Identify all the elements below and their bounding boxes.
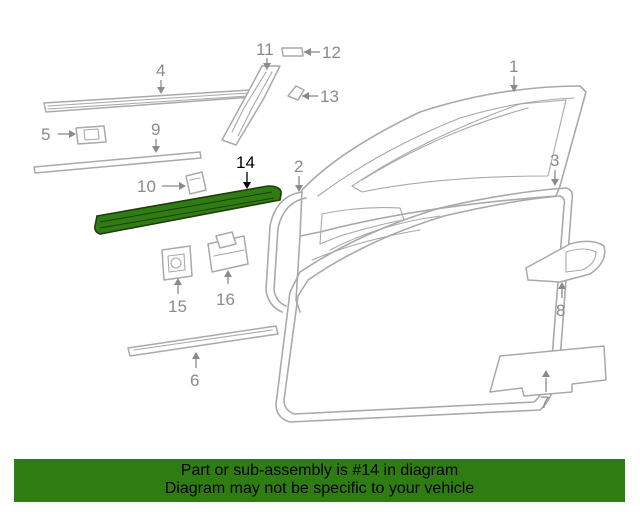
callout-4: 4 — [156, 61, 165, 94]
part-9-molding — [33, 151, 202, 174]
callout-6: 6 — [190, 352, 200, 390]
callout-15: 15 — [168, 297, 187, 316]
part-14-highlighted-molding — [94, 185, 282, 235]
part-4-belt-molding — [43, 89, 253, 113]
svg-text:3: 3 — [550, 151, 559, 170]
part-2-weatherstrip — [265, 191, 307, 313]
part-3-door-seal — [275, 187, 574, 423]
part-5-retainer — [58, 125, 107, 145]
part-7-water-shield — [489, 345, 607, 397]
part-11-pillar-trim — [221, 65, 281, 146]
callout-5: 5 — [41, 125, 50, 144]
callout-9: 9 — [151, 120, 160, 153]
info-banner: Part or sub-assembly is #14 in diagram D… — [14, 459, 625, 502]
part-12-clip — [281, 47, 320, 57]
callout-3: 3 — [550, 151, 559, 186]
parts-diagram: 4 11 12 13 5 9 — [33, 40, 607, 423]
callout-7: 7 — [540, 393, 549, 412]
callout-12: 12 — [322, 43, 341, 62]
callout-16: 16 — [216, 290, 235, 309]
callout-2: 2 — [294, 157, 303, 192]
svg-text:1: 1 — [509, 57, 518, 76]
svg-text:2: 2 — [294, 157, 303, 176]
part-6-lower-molding — [127, 325, 279, 357]
svg-text:9: 9 — [151, 120, 160, 139]
callout-11: 11 — [256, 40, 274, 70]
banner-line-1: Part or sub-assembly is #14 in diagram — [180, 462, 459, 479]
part-16-hinge — [207, 231, 249, 284]
callout-13: 13 — [320, 87, 339, 106]
callout-1: 1 — [509, 57, 518, 92]
callout-8: 8 — [556, 301, 565, 320]
part-8-handle — [525, 240, 606, 298]
svg-text:11: 11 — [256, 40, 274, 59]
part-10-bracket — [162, 171, 207, 195]
svg-text:6: 6 — [190, 371, 199, 390]
svg-text:14: 14 — [236, 153, 255, 172]
part-13-bracket — [287, 85, 318, 101]
callout-14: 14 — [236, 153, 255, 189]
banner-line-2: Diagram may not be specific to your vehi… — [164, 480, 475, 497]
callout-10: 10 — [137, 177, 156, 196]
part-15-latch — [161, 245, 193, 294]
svg-text:4: 4 — [156, 61, 165, 80]
